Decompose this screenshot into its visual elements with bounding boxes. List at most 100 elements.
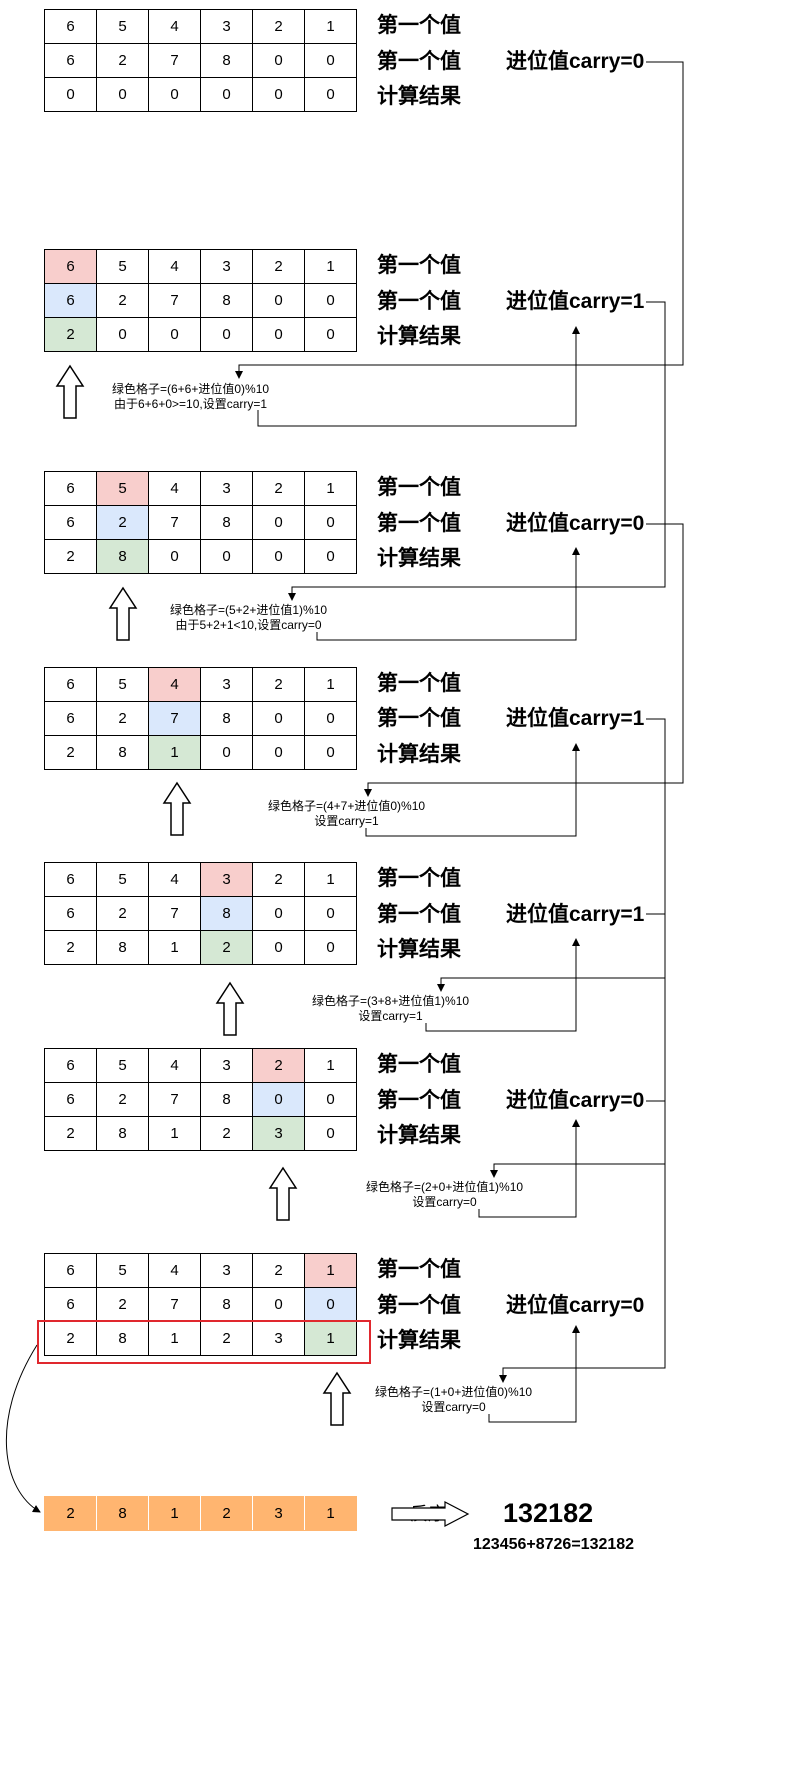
grid-cell: 2	[96, 283, 149, 318]
active-second-cell: 2	[96, 505, 149, 540]
step-note: 绿色格子=(5+2+进位值1)%10 由于5+2+1<10,设置carry=0	[170, 603, 327, 633]
grid-cell: 8	[200, 701, 253, 736]
row-label-first: 第一个值	[377, 476, 461, 499]
note-line: 设置carry=0	[412, 1195, 477, 1209]
grid-cell: 6	[44, 701, 97, 736]
step-5-grid: 6 5 4 3 2 1 6 2 7 8 0 0 2 8 1 2 3 0	[44, 1048, 357, 1151]
grid-cell: 2	[252, 471, 305, 506]
grid-row: 6 5 4 3 2 1	[44, 1048, 357, 1083]
row-label-second: 第一个值	[377, 512, 461, 535]
grid-row: 6 2 7 8 0 0	[44, 43, 357, 78]
carry-feed-line	[437, 718, 666, 992]
active-result-cell: 2	[44, 317, 97, 352]
grid-cell: 6	[44, 1082, 97, 1117]
grid-cell: 8	[96, 1496, 149, 1531]
grid-row: 0 0 0 0 0 0	[44, 77, 357, 112]
grid-cell: 8	[200, 1287, 253, 1322]
grid-cell: 7	[148, 1082, 201, 1117]
grid-cell: 4	[148, 471, 201, 506]
note-line: 绿色格子=(6+6+进位值0)%10	[112, 382, 270, 396]
note-line: 设置carry=1	[358, 1009, 423, 1023]
grid-cell: 0	[304, 317, 357, 352]
grid-row: 6 5 4 3 2 1	[44, 667, 357, 702]
grid-cell: 7	[148, 1287, 201, 1322]
grid-cell: 0	[304, 1116, 357, 1151]
grid-row: 6 2 7 8 0 0	[44, 1287, 357, 1322]
grid-cell: 2	[252, 9, 305, 44]
carry-value: 进位值carry=0	[506, 50, 645, 73]
grid-cell: 2	[44, 1496, 97, 1531]
grid-row: 6 5 4 3 2 1	[44, 862, 357, 897]
carry-value: 进位值carry=1	[506, 707, 645, 730]
row-label-result: 计算结果	[377, 85, 461, 108]
carry-set-line	[488, 1325, 580, 1423]
grid-cell: 5	[96, 1253, 149, 1288]
grid-cell: 0	[252, 930, 305, 965]
grid-cell: 8	[200, 283, 253, 318]
row-label-result: 计算结果	[377, 547, 461, 570]
highlight-box	[37, 1320, 371, 1364]
grid-cell: 2	[44, 735, 97, 770]
grid-cell: 4	[148, 1048, 201, 1083]
grid-cell: 1	[148, 1496, 201, 1531]
curved-arrow	[5, 1344, 41, 1513]
active-first-cell: 5	[96, 471, 149, 506]
grid-cell: 0	[44, 77, 97, 112]
carry-value: 进位值carry=0	[506, 512, 645, 535]
carry-value: 进位值carry=1	[506, 903, 645, 926]
grid-cell: 0	[148, 77, 201, 112]
step-6-grid: 6 5 4 3 2 1 6 2 7 8 0 0 2 8 1 2 3 1	[44, 1253, 357, 1356]
note-line: 绿色格子=(1+0+进位值0)%10	[375, 1385, 533, 1399]
up-arrow-icon	[322, 1371, 352, 1426]
grid-cell: 0	[304, 735, 357, 770]
active-second-cell: 0	[252, 1082, 305, 1117]
up-arrow-icon	[108, 586, 138, 641]
active-result-cell: 1	[304, 1321, 357, 1356]
up-arrow-icon	[55, 364, 85, 419]
reverse-arrow-icon	[391, 1501, 470, 1527]
row-label-second: 第一个值	[377, 903, 461, 926]
grid-cell: 3	[200, 471, 253, 506]
grid-cell: 0	[304, 505, 357, 540]
grid-row: 6 2 7 8 0 0	[44, 701, 357, 736]
note-line: 绿色格子=(3+8+进位值1)%10	[312, 994, 470, 1008]
row-label-second: 第一个值	[377, 1294, 461, 1317]
grid-row: 6 5 4 3 2 1	[44, 471, 357, 506]
carry-value: 进位值carry=0	[506, 1294, 645, 1317]
grid-cell: 1	[304, 1496, 357, 1531]
active-second-cell: 8	[200, 896, 253, 931]
grid-cell: 2	[200, 1116, 253, 1151]
step-0-grid: 6 5 4 3 2 1 6 2 7 8 0 0 0 0 0 0 0 0	[44, 9, 357, 112]
grid-row: 2 8 0 0 0 0	[44, 539, 357, 574]
note-line: 设置carry=1	[314, 814, 379, 828]
note-line: 设置carry=0	[421, 1400, 486, 1414]
row-label-first: 第一个值	[377, 254, 461, 277]
note-line: 由于6+6+0>=10,设置carry=1	[113, 397, 268, 411]
carry-value: 进位值carry=1	[506, 290, 645, 313]
row-label-result: 计算结果	[377, 938, 461, 961]
grid-cell: 2	[200, 1496, 253, 1531]
row-label-second: 第一个值	[377, 290, 461, 313]
grid-cell: 1	[148, 1116, 201, 1151]
active-first-cell: 4	[148, 667, 201, 702]
grid-cell: 0	[200, 317, 253, 352]
grid-cell: 1	[148, 930, 201, 965]
grid-cell: 8	[200, 43, 253, 78]
grid-cell: 1	[304, 667, 357, 702]
step-note: 绿色格子=(4+7+进位值0)%10 设置carry=1	[268, 799, 425, 829]
grid-cell: 1	[304, 1048, 357, 1083]
grid-cell: 8	[96, 735, 149, 770]
grid-cell: 4	[148, 862, 201, 897]
up-arrow-icon	[215, 981, 245, 1036]
grid-cell: 7	[148, 505, 201, 540]
grid-cell: 0	[200, 735, 253, 770]
grid-row: 2 8 1 2 3 1	[44, 1496, 357, 1531]
note-line: 绿色格子=(5+2+进位值1)%10	[170, 603, 328, 617]
grid-cell: 1	[304, 249, 357, 284]
grid-row: 2 8 1 0 0 0	[44, 735, 357, 770]
sum-result: 132182	[503, 1498, 594, 1528]
row-label-first: 第一个值	[377, 867, 461, 890]
grid-row: 2 8 1 2 3 1	[44, 1321, 357, 1356]
active-first-cell: 6	[44, 249, 97, 284]
